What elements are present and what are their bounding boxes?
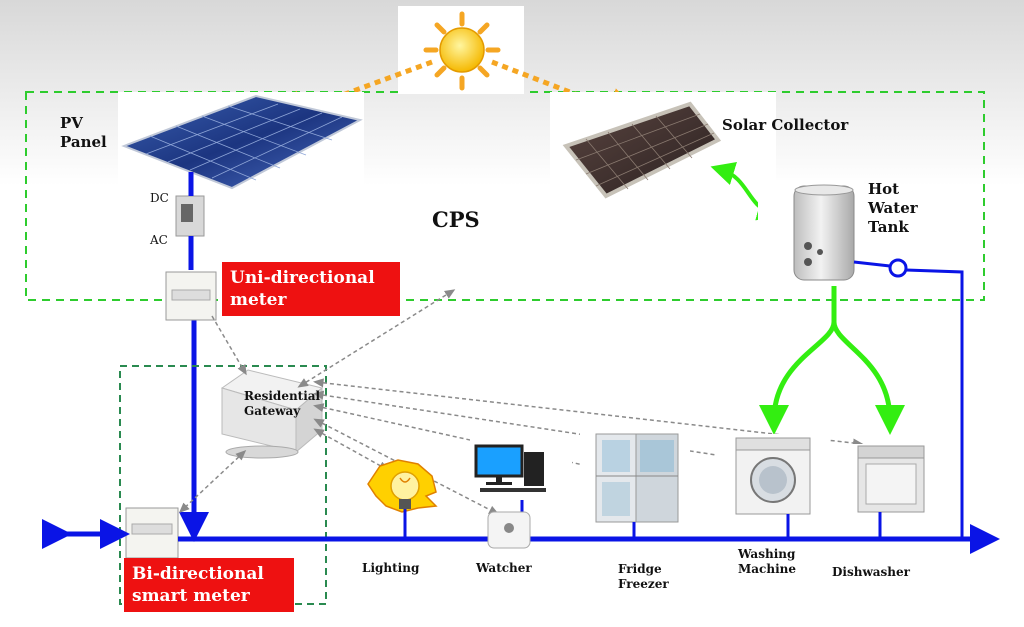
hot-water-tank-label: Hot Water Tank xyxy=(868,180,918,236)
gateway-label: Residential Gateway xyxy=(244,389,321,418)
return-pipe xyxy=(905,268,964,540)
flow-sensor-icon xyxy=(888,258,908,278)
bi-meter-label: Bi-directional smart meter xyxy=(124,558,294,612)
dishwasher-icon xyxy=(842,444,946,520)
computer-icon xyxy=(470,438,572,500)
hot-water-pipe xyxy=(853,260,891,268)
ac-label: AC xyxy=(150,233,168,247)
solar-collector-icon xyxy=(550,92,776,208)
watcher-label: Watcher xyxy=(476,561,532,575)
uni-meter-label: Uni-directional meter xyxy=(222,262,400,316)
washing-machine-label: Washing Machine xyxy=(738,547,797,576)
fridge-freezer-icon xyxy=(580,432,690,524)
washing-machine-icon xyxy=(716,434,828,520)
lighting-label: Lighting xyxy=(362,561,420,575)
sun-icon xyxy=(398,6,524,94)
dishwasher-label: Dishwasher xyxy=(832,565,910,579)
inverter-icon xyxy=(175,195,205,237)
watcher-plug-icon xyxy=(487,511,531,549)
fridge-label: Fridge Freezer xyxy=(618,562,669,591)
bi-meter-icon xyxy=(125,507,179,559)
dc-label: DC xyxy=(150,191,169,205)
pv-panel-label: PV Panel xyxy=(60,114,107,151)
hot-water-tank-icon xyxy=(758,180,864,284)
lightbulb-icon xyxy=(367,459,438,513)
pv-panel-icon xyxy=(118,92,364,194)
solar-collector-label: Solar Collector xyxy=(722,116,849,134)
cps-label: CPS xyxy=(424,205,550,241)
uni-meter-icon xyxy=(165,271,217,321)
